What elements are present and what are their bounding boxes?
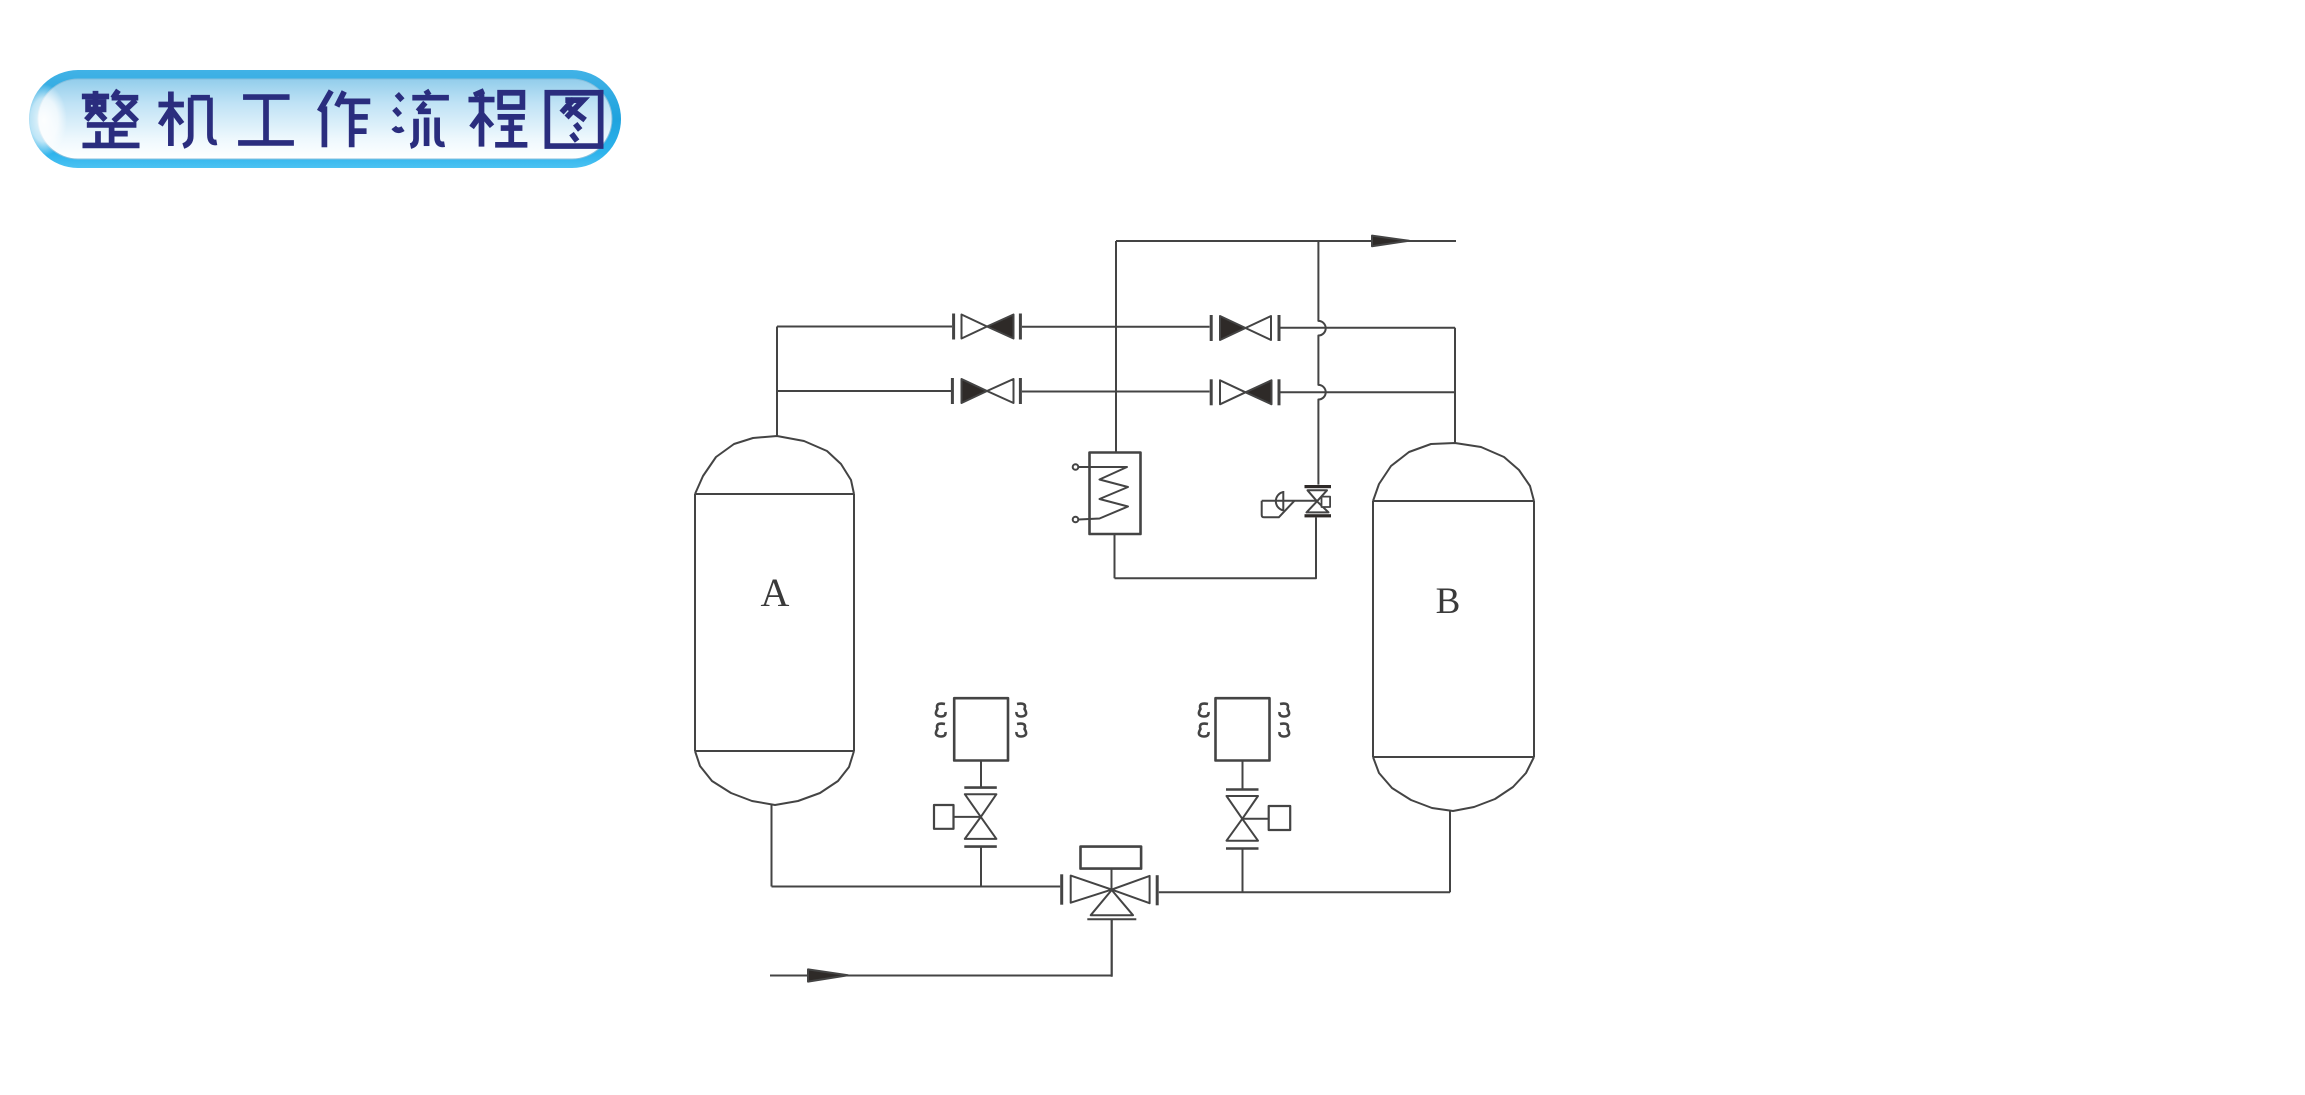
svg-text:B: B <box>1436 581 1461 622</box>
svg-text:A: A <box>761 570 790 615</box>
